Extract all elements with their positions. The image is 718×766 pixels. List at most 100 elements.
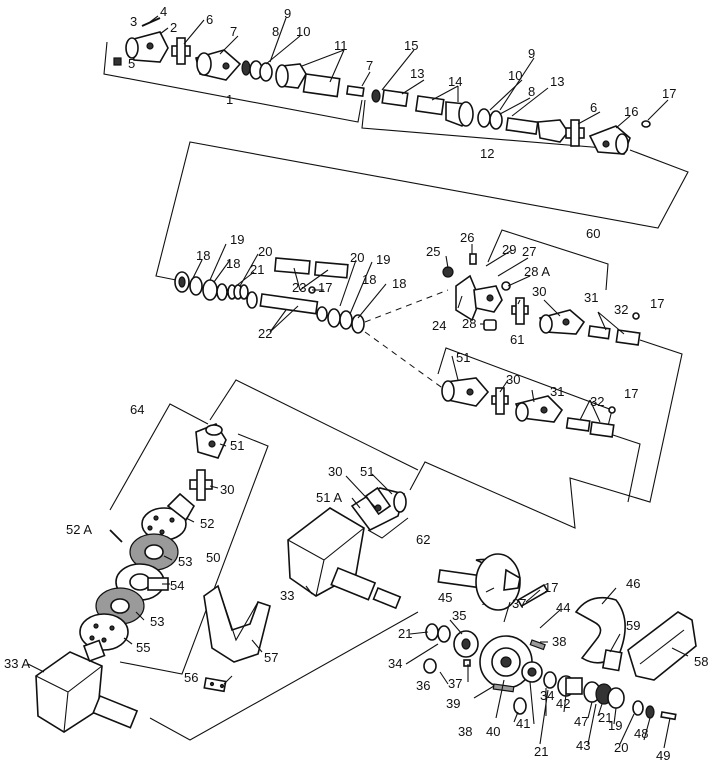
part-5-bolt [113, 57, 122, 66]
part-6-cross-lower [565, 119, 585, 147]
callout-51-group64: 51 [230, 438, 244, 453]
callout-59: 59 [626, 618, 640, 633]
callout-8-lower: 8 [528, 84, 535, 99]
leader-lines [27, 15, 689, 749]
callout-46: 46 [626, 576, 640, 591]
bracket-61 [437, 347, 613, 435]
callout-20-left: 20 [258, 244, 272, 259]
dashed-connector-upper [364, 289, 449, 323]
callout-50: 50 [206, 550, 220, 565]
part-28-bushing [483, 319, 497, 331]
part-31-yoke-61 [514, 395, 564, 423]
callout-35: 35 [452, 608, 466, 623]
part-52-flange-yoke [141, 492, 196, 541]
callout-31-upper: 31 [584, 290, 598, 305]
callout-20-lower: 20 [614, 740, 628, 755]
callout-57: 57 [264, 650, 278, 665]
part-21-spring [227, 284, 249, 300]
part-36-nut [423, 658, 437, 674]
parts-47-21-43-bearing [583, 681, 625, 709]
bracket-62 [367, 517, 409, 539]
part-40-chain-sprocket [521, 661, 543, 683]
parts-25-26-bolts [442, 253, 477, 278]
part-23-tubes [274, 257, 349, 294]
parts-18-19-rings-right [327, 308, 365, 334]
part-45-shaft-disc [437, 553, 521, 611]
callout-53-lower: 53 [150, 614, 164, 629]
callout-17-upper: 17 [650, 296, 664, 311]
callout-2: 2 [170, 20, 177, 35]
callout-16: 16 [624, 104, 638, 119]
callout-6-upper: 6 [206, 12, 213, 27]
callout-1: 1 [226, 92, 233, 107]
callout-13-left: 13 [410, 66, 424, 81]
callout-42: 42 [556, 696, 570, 711]
parts-18-19-rings-left [174, 271, 228, 301]
callout-13-right: 13 [550, 74, 564, 89]
callout-17-top: 17 [662, 86, 676, 101]
callout-60: 60 [586, 226, 600, 241]
part-7-yoke [195, 49, 242, 81]
part-11-shaft-tube [275, 63, 365, 98]
callout-34-upper: 34 [388, 656, 402, 671]
callout-30-upper: 30 [532, 284, 546, 299]
callout-52A: 52 A [66, 522, 92, 537]
callout-37-upper: 37 [512, 596, 526, 611]
callout-25: 25 [426, 244, 440, 259]
part-59-bracket [601, 649, 623, 672]
callout-labels: 1 2 3 4 5 6 7 9 8 10 11 7 15 13 14 9 10 … [4, 4, 708, 763]
callout-44: 44 [556, 600, 570, 615]
callout-55: 55 [136, 640, 150, 655]
callout-26: 26 [460, 230, 474, 245]
callout-4: 4 [160, 4, 167, 19]
part-24-flange-yoke [455, 274, 503, 322]
driveline-path-top [155, 141, 689, 281]
driveline-path-mid [409, 339, 683, 529]
part-33-gearbox [287, 507, 402, 610]
part-56-bracket [203, 677, 227, 693]
callout-51A: 51 A [316, 490, 342, 505]
callout-33A: 33 A [4, 656, 30, 671]
callout-23: 23 [292, 280, 306, 295]
callout-29: 29 [502, 242, 516, 257]
callout-21-left: 21 [250, 262, 264, 277]
part-16-yoke [588, 125, 631, 155]
callout-33: 33 [280, 588, 294, 603]
callout-18-mid: 18 [226, 256, 240, 271]
callout-38-upper: 38 [552, 634, 566, 649]
part-55-pressure-plate [79, 613, 129, 651]
callout-51-group62: 51 [360, 464, 374, 479]
part-6-cross-upper [171, 37, 191, 65]
part-28A-small [501, 281, 511, 291]
callout-48: 48 [634, 726, 648, 741]
callout-10-upper: 10 [296, 24, 310, 39]
bracket-50 [119, 433, 269, 675]
callout-64: 64 [130, 402, 144, 417]
callout-49: 49 [656, 748, 670, 763]
part-2-yoke [125, 31, 169, 63]
callout-12: 12 [480, 146, 494, 161]
part-42-bushing [557, 675, 583, 697]
callout-19-right: 19 [376, 252, 390, 267]
part-3-pin [141, 17, 161, 27]
callout-40: 40 [486, 724, 500, 739]
part-35-sprocket-small [453, 630, 479, 658]
part-58-guard [627, 611, 697, 681]
callout-10-lower: 10 [508, 68, 522, 83]
part-13-yoke-right [505, 117, 569, 143]
callout-62: 62 [416, 532, 430, 547]
callout-41: 41 [516, 716, 530, 731]
callout-21-mid: 21 [598, 710, 612, 725]
callout-27: 27 [522, 244, 536, 259]
part-17-pin-upper [632, 312, 640, 320]
callout-18-right: 18 [362, 272, 376, 287]
callout-51-group61: 51 [456, 350, 470, 365]
callout-8-upper: 8 [272, 24, 279, 39]
callout-3: 3 [130, 14, 137, 29]
callout-39: 39 [446, 696, 460, 711]
callout-34-lower: 34 [540, 688, 554, 703]
part-30-cross-upper [511, 297, 529, 325]
part-22-shaft [246, 291, 328, 322]
